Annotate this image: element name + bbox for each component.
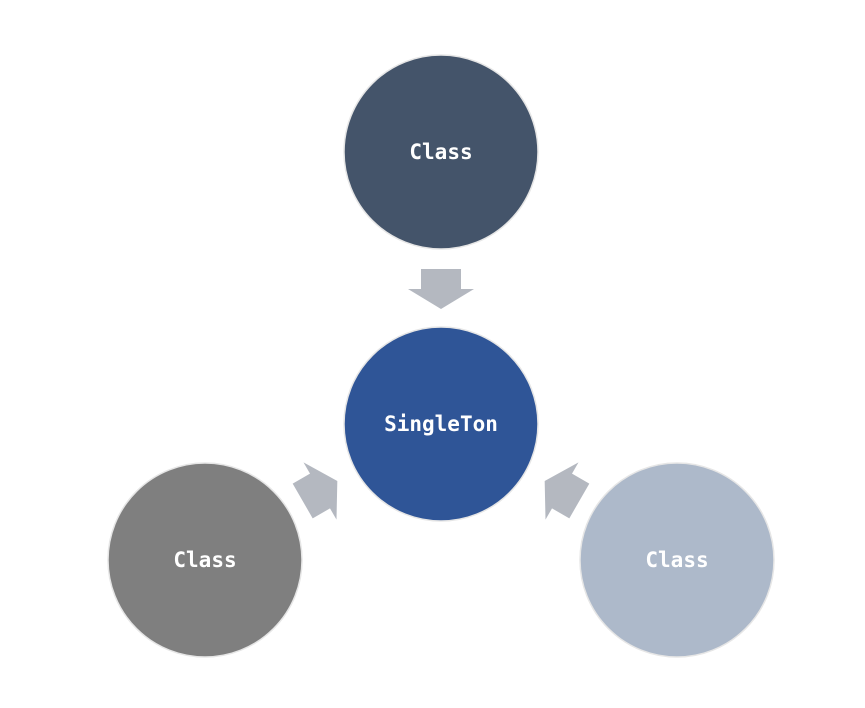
node-right-circle <box>579 462 775 658</box>
arrow-left-to-center <box>292 462 338 520</box>
node-center-singleton: SingleTon <box>343 326 539 522</box>
arrow-top-shape <box>408 269 474 309</box>
node-top-label: Class <box>409 140 472 164</box>
node-top-class: Class <box>343 54 539 250</box>
arrow-right-to-center <box>544 462 590 520</box>
node-center-label: SingleTon <box>384 412 498 436</box>
arrow-top-to-center <box>408 269 474 309</box>
node-center-circle <box>343 326 539 522</box>
node-top-circle <box>343 54 539 250</box>
arrow-right-shape <box>544 462 590 520</box>
node-right-class: Class <box>579 462 775 658</box>
arrow-left-shape <box>292 462 338 520</box>
node-left-class: Class <box>107 462 303 658</box>
node-left-circle <box>107 462 303 658</box>
node-right-label: Class <box>645 548 708 572</box>
node-left-label: Class <box>173 548 236 572</box>
